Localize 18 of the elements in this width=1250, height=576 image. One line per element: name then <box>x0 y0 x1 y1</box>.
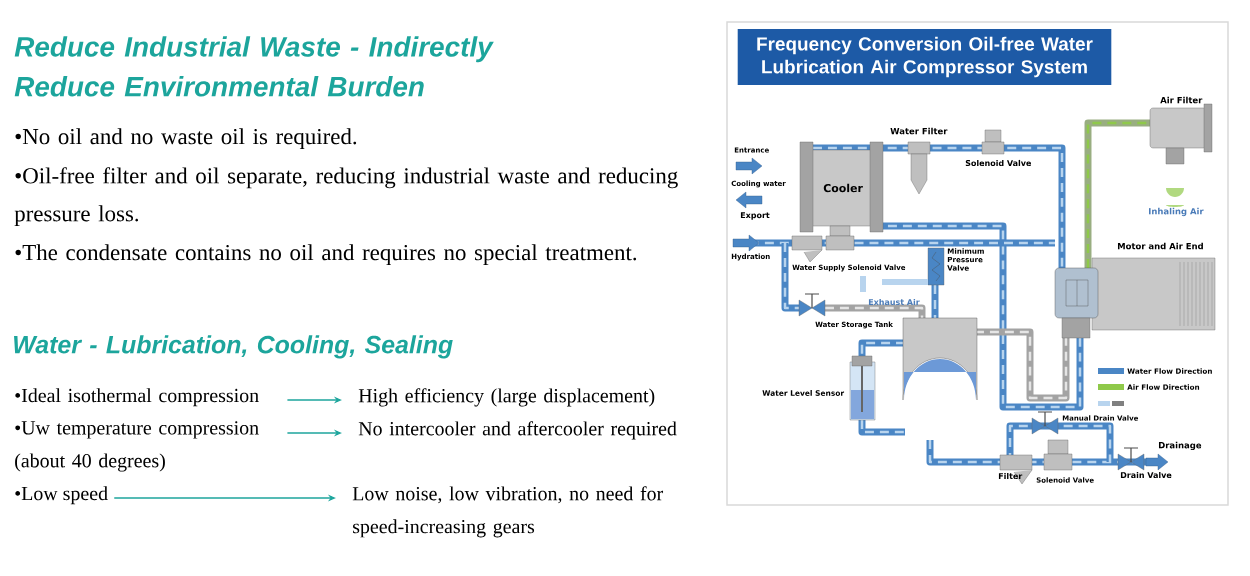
component-label: Motor and Air End <box>1118 242 1203 250</box>
component-label: Air Filter <box>1160 96 1203 104</box>
statement-text: •Low speed <box>15 486 108 505</box>
heading: Water - Lubrication, Cooling, Sealing <box>14 335 453 359</box>
component-label: Cooler <box>823 183 863 193</box>
statement-text: •Uw temperature compression (about 40 degrees) <box>15 421 259 472</box>
bullet-text: •Oil-free filter and oil separate, reducing industrial waste and reducing pressure loss. <box>14 167 678 227</box>
component-label: Water Filter <box>890 127 948 135</box>
component-label: Drainage <box>1159 441 1202 451</box>
statement-text: High efficiency (large displacement) <box>358 388 655 407</box>
statement-text: Low noise, low vibration, no need for speed-increasing gears <box>352 486 663 538</box>
heading: Reduce Industrial Waste - Indirectly Reduce Environmental Burden <box>14 36 494 97</box>
bullet-text: •No oil and no waste oil is required. <box>15 128 357 149</box>
statement-text: •Ideal isothermal compression <box>15 388 259 407</box>
bullet-text: •The condensate contains no oil and requires no special treatment. <box>15 244 637 265</box>
title-band: Frequency Conversion Oil-free Water Lubrication Air Compressor System <box>737 29 1112 85</box>
component-label: Inhaling Air <box>1149 207 1204 217</box>
statement-text: No intercooler and aftercooler required <box>358 421 677 440</box>
